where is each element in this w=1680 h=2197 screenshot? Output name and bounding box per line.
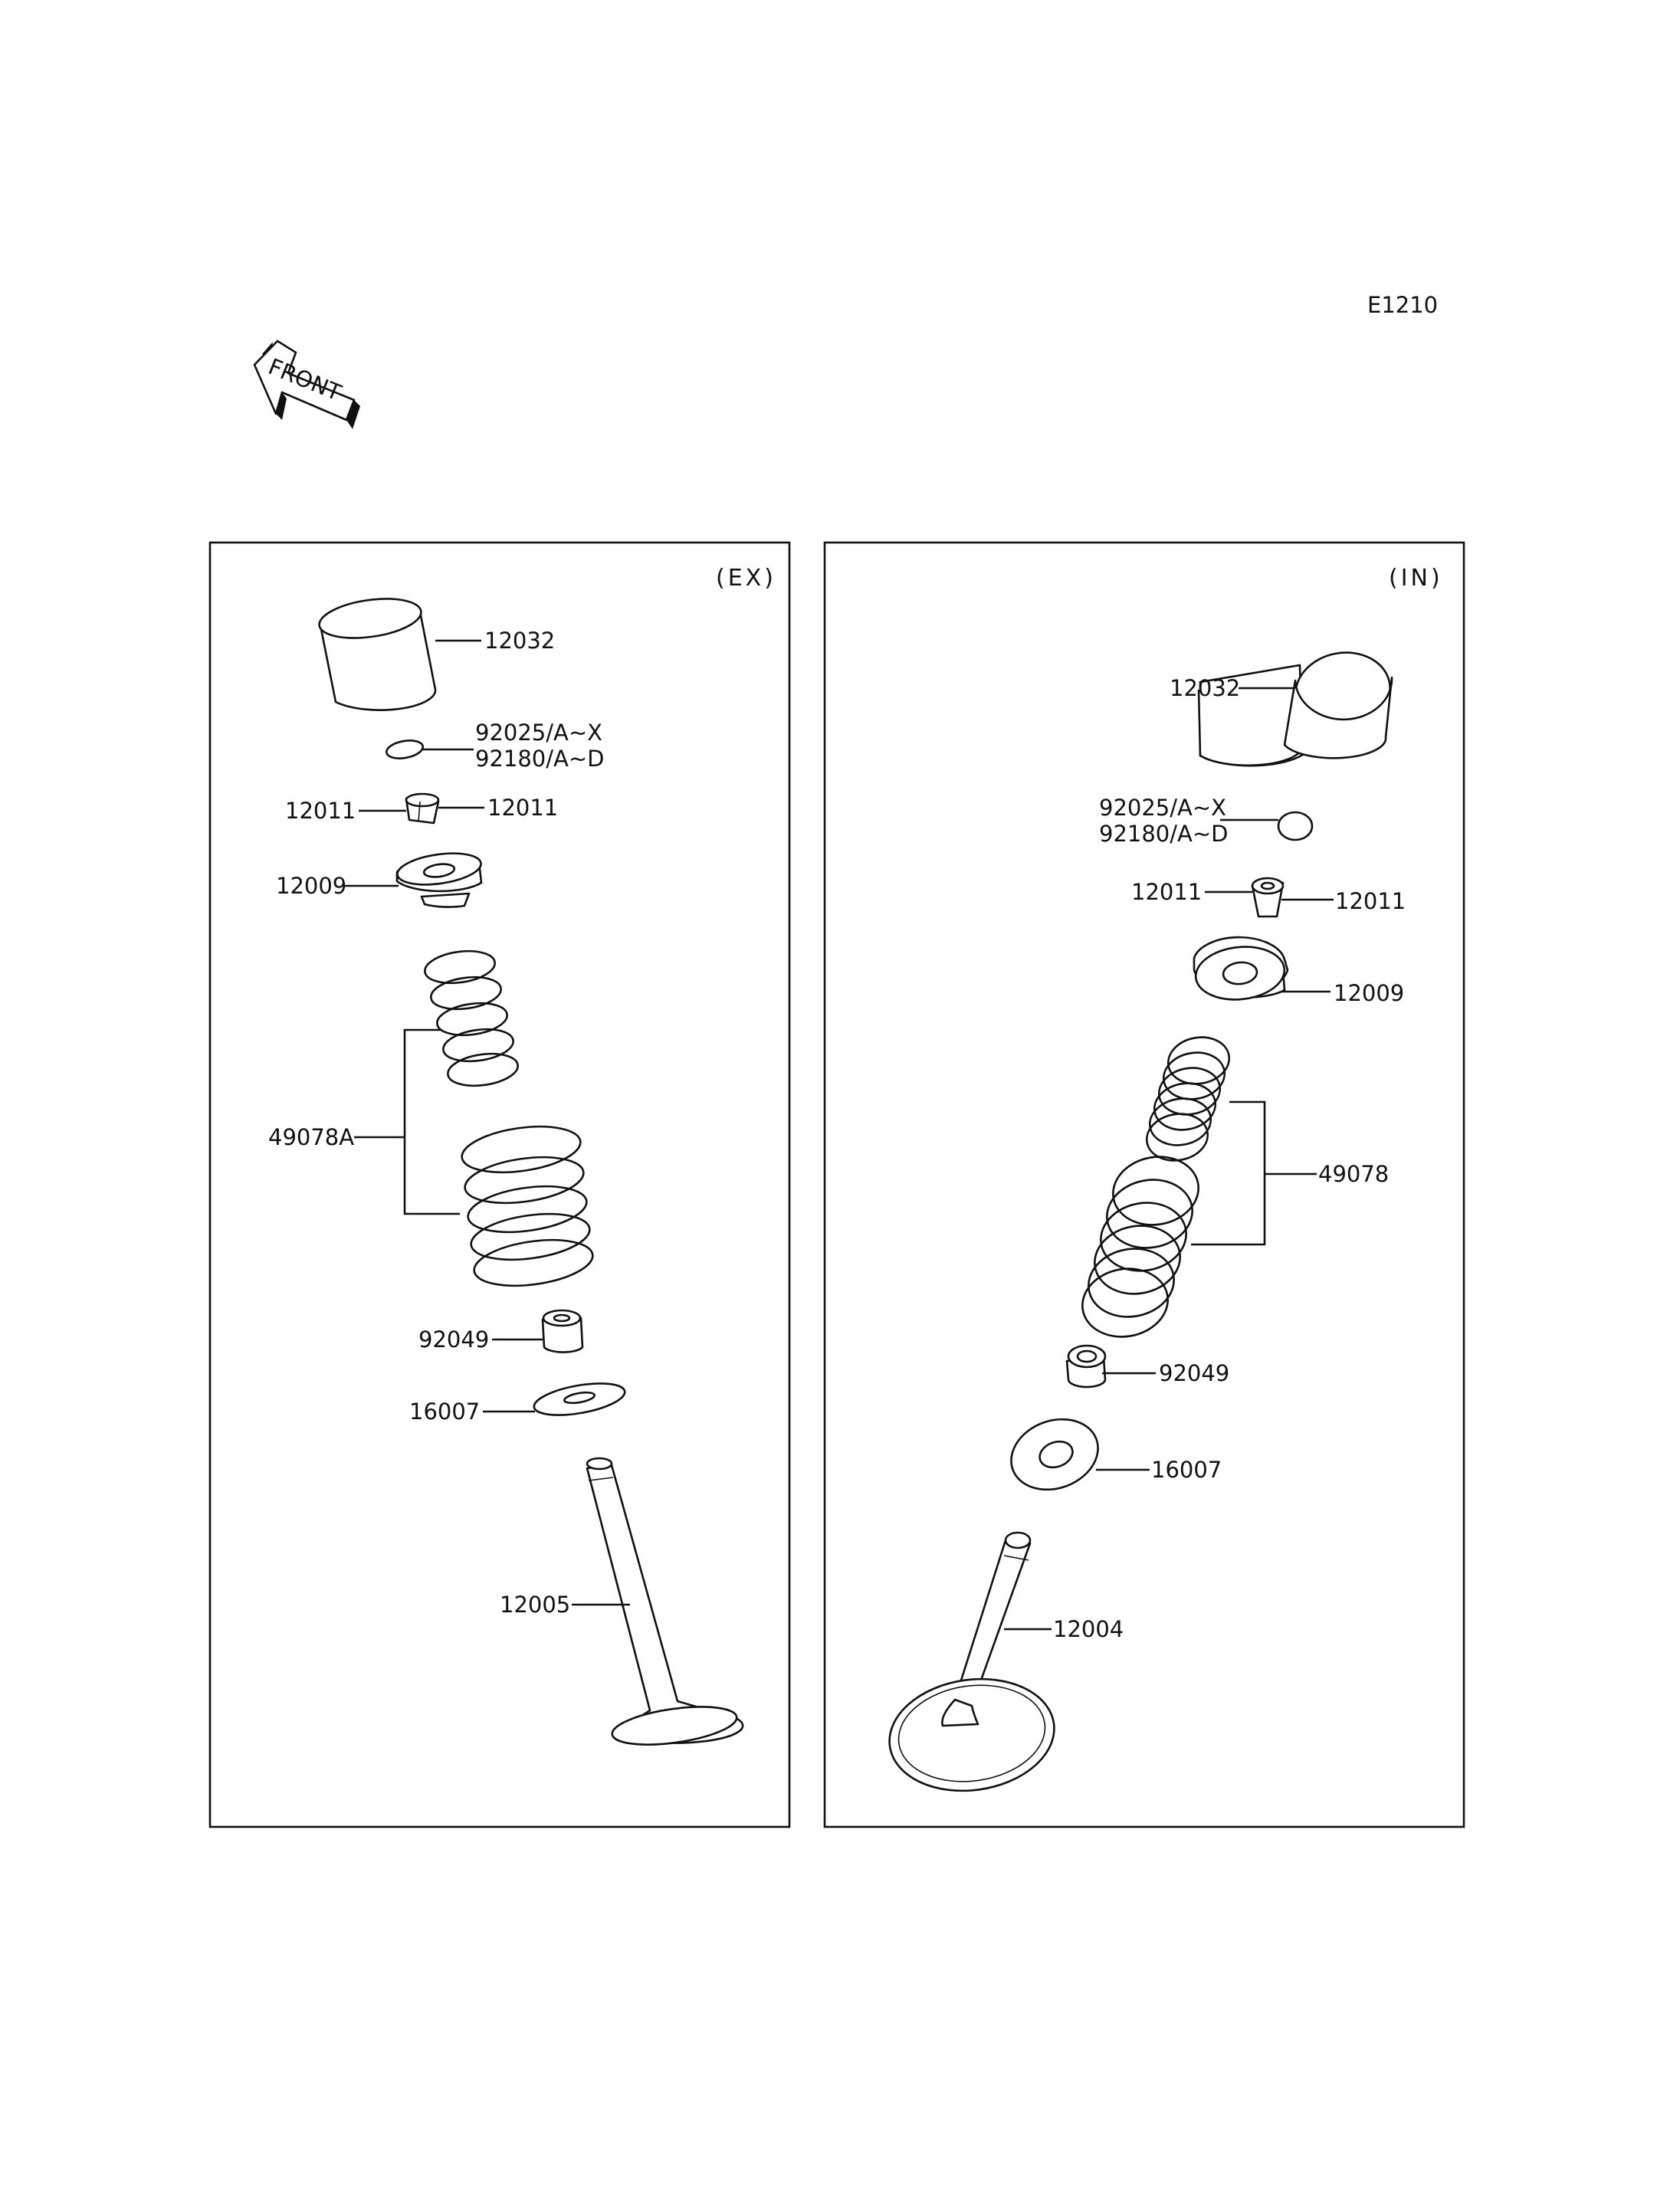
ex-panel xyxy=(208,541,791,1828)
in-label-retainer: 12009 xyxy=(1334,980,1404,1006)
in-label-keeper-left: 12011 xyxy=(1131,879,1202,905)
ex-valve-seal xyxy=(541,1309,584,1353)
diagram-id: E1210 xyxy=(1367,292,1438,318)
in-label-seal: 92049 xyxy=(1159,1360,1229,1386)
ex-label-keeper-left: 12011 xyxy=(285,798,356,824)
in-spring-inner xyxy=(1145,1036,1231,1162)
ex-label-valve: 12005 xyxy=(500,1592,570,1618)
ex-valve xyxy=(586,1457,744,1746)
in-label-spring: 49078 xyxy=(1318,1161,1389,1187)
in-shim xyxy=(1277,811,1314,841)
in-valve-seal xyxy=(1065,1344,1107,1389)
ex-retainer xyxy=(395,852,483,908)
in-tappet xyxy=(1197,651,1393,767)
in-spring-seat xyxy=(1010,1418,1099,1491)
in-keepers xyxy=(1251,877,1285,918)
ex-label-retainer: 12009 xyxy=(276,873,346,899)
ex-shim xyxy=(385,739,425,759)
ex-label-shim-a: 92025/A~X xyxy=(475,720,602,746)
front-arrow-icon: FRONT xyxy=(253,339,360,429)
in-panel xyxy=(823,541,1465,1828)
in-valve xyxy=(888,1531,1055,1792)
ex-spring-outer xyxy=(461,1125,594,1287)
in-retainer xyxy=(1193,936,1289,1001)
ex-tappet xyxy=(318,598,437,711)
ex-label-tappet: 12032 xyxy=(484,628,555,654)
in-spring-outer xyxy=(1081,1156,1199,1338)
in-label-tappet: 12032 xyxy=(1170,675,1240,701)
ex-label-seal: 92049 xyxy=(418,1326,489,1353)
ex-label-spring: 49078A xyxy=(268,1124,354,1150)
ex-panel-tag: (EX) xyxy=(716,565,776,592)
in-label-seat: 16007 xyxy=(1151,1457,1222,1483)
ex-label-keeper-right: 12011 xyxy=(487,795,558,821)
ex-spring-seat xyxy=(533,1382,626,1416)
ex-spring-inner xyxy=(424,949,519,1087)
ex-keepers xyxy=(405,792,440,825)
ex-label-shim-b: 92180/A~D xyxy=(475,746,605,772)
in-panel-tag: (IN) xyxy=(1389,565,1443,592)
ex-label-seat: 16007 xyxy=(409,1399,480,1425)
in-label-keeper-right: 12011 xyxy=(1335,888,1406,914)
in-label-shim-b: 92180/A~D xyxy=(1099,821,1229,847)
in-label-valve: 12004 xyxy=(1053,1616,1124,1642)
in-label-shim-a: 92025/A~X xyxy=(1099,795,1226,821)
